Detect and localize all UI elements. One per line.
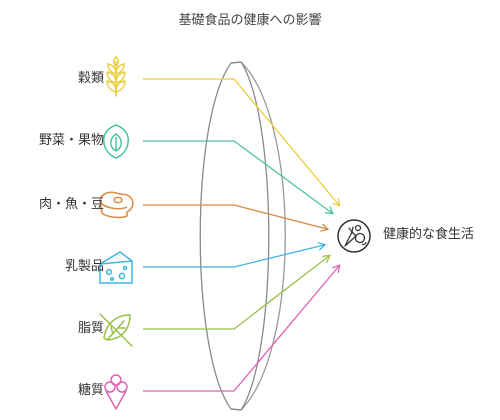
diagram-title: 基礎食品の健康への影響	[178, 13, 322, 28]
label-grains: 穀類	[77, 71, 104, 86]
label-sugars: 糖質	[77, 383, 104, 398]
meat-icon	[99, 191, 134, 219]
vegetables-icon	[337, 219, 371, 253]
no-fat-icon	[99, 313, 133, 347]
wheat-icon	[106, 55, 126, 97]
target-label: 健康的な食生活	[383, 227, 475, 242]
connector-arrows	[143, 78, 339, 392]
arrow-dairy	[143, 245, 324, 268]
cheese-icon	[99, 251, 133, 284]
arrow-vegetables	[143, 140, 332, 213]
arrow-fats	[143, 256, 329, 330]
ice-cream-icon	[104, 374, 128, 410]
leaf-icon	[103, 124, 129, 159]
label-fats: 脂質	[77, 321, 104, 336]
lens-front	[199, 61, 270, 411]
lens-rim	[240, 61, 286, 411]
label-protein: 肉・魚・豆	[38, 197, 104, 212]
arrow-grains	[143, 78, 339, 205]
label-vegetables: 野菜・果物	[38, 133, 104, 148]
arrow-protein	[143, 204, 327, 229]
arrow-sugars	[143, 266, 339, 392]
label-dairy: 乳製品	[64, 259, 104, 274]
